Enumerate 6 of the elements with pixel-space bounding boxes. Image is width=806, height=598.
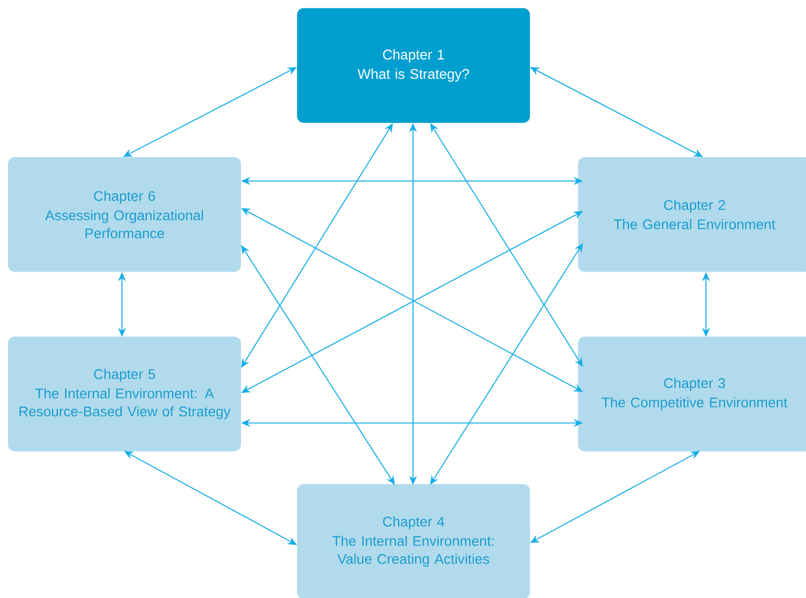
- chapter-box: Chapter 5 The Internal Environment: A Resource-Based View of Strategy: [8, 336, 241, 452]
- chapter-box: Chapter 1 What is Strategy?: [297, 8, 530, 123]
- chapter-box: Chapter 2 The General Environment: [578, 157, 806, 272]
- chapter-box: Chapter 3 The Competitive Environment: [578, 336, 806, 452]
- chapter-box: Chapter 4 The Internal Environment: Value Creating Activities: [297, 484, 530, 598]
- chapter-box: Chapter 6 Assessing Organizational Performance: [8, 157, 241, 272]
